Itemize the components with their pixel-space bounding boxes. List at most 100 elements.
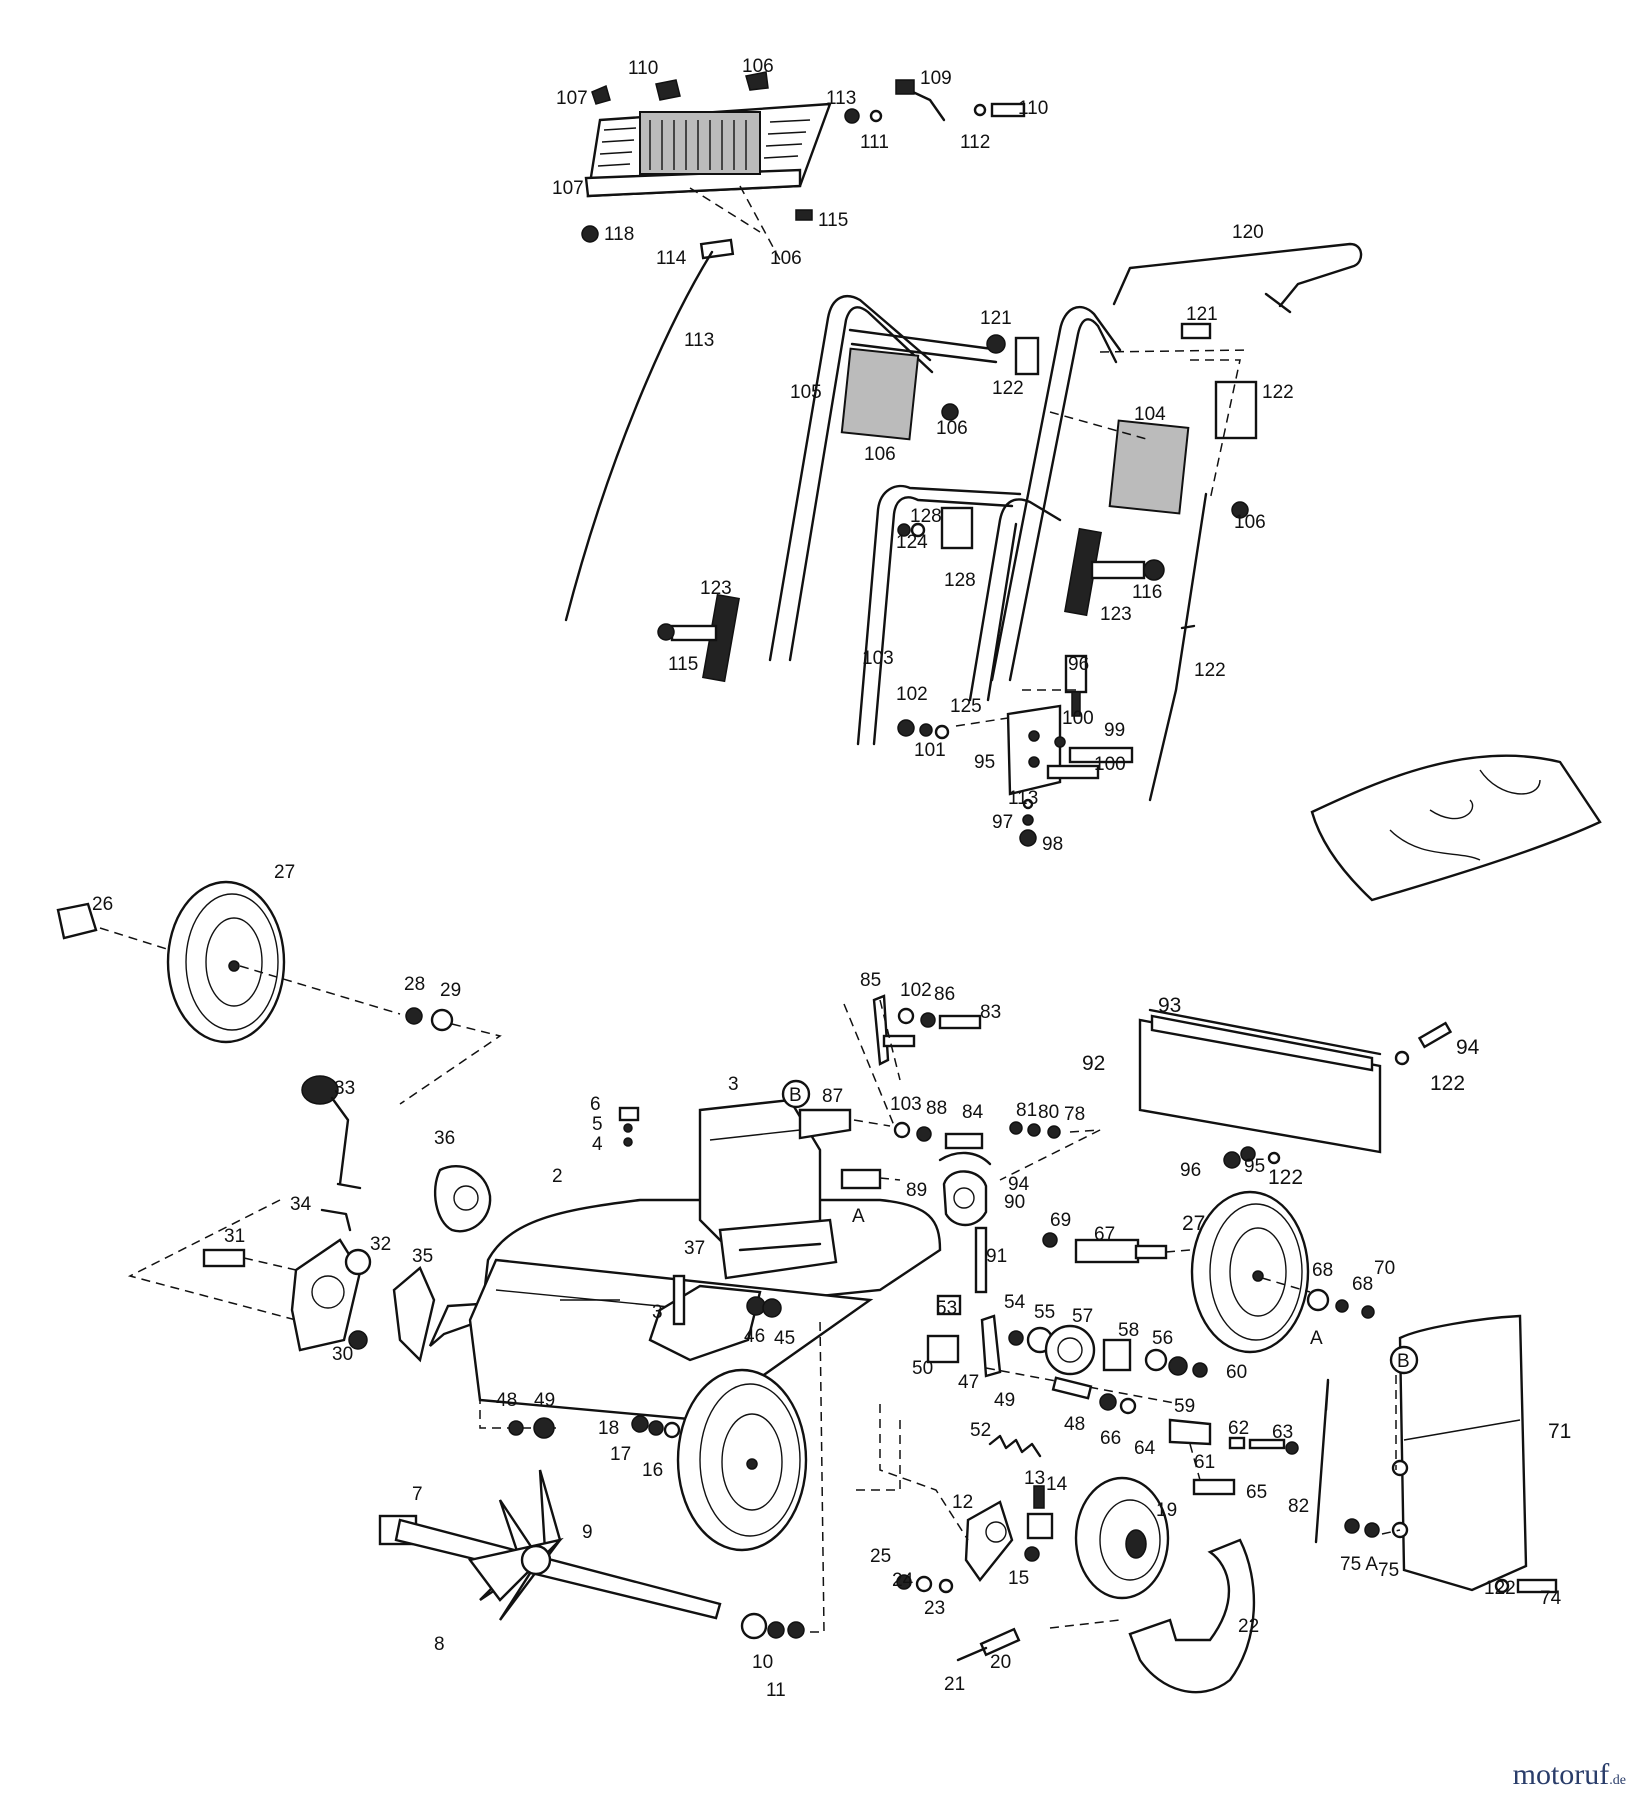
spring-57	[988, 1434, 1042, 1458]
label-part: 123	[1100, 604, 1132, 625]
holder-119	[1214, 380, 1258, 440]
label-part: 56	[1152, 1328, 1173, 1349]
label-part: 112	[960, 132, 990, 153]
label-part: 64	[1134, 1438, 1156, 1459]
label-part: 96	[1180, 1160, 1201, 1181]
label-part: 93	[1158, 994, 1181, 1017]
label-part: 116	[1132, 582, 1162, 603]
label-part: 18	[598, 1418, 619, 1439]
label-part: 120	[1232, 222, 1264, 243]
belt-cover-71	[1391, 1314, 1528, 1592]
label-part: 122	[1430, 1072, 1465, 1095]
label-part: 97	[992, 812, 1013, 833]
label-part: 23	[924, 1598, 945, 1619]
label-part: 54	[1004, 1292, 1026, 1313]
label-part: 118	[604, 224, 634, 245]
label-part: 87	[822, 1086, 843, 1107]
label-part: 57	[1072, 1306, 1093, 1327]
switch-98	[1108, 419, 1190, 515]
label-part: 115	[668, 654, 698, 675]
label-part: 28	[404, 974, 425, 995]
height-adjusters	[657, 506, 1165, 683]
label-part: 122	[1484, 1578, 1516, 1599]
marker-b: B	[789, 1085, 802, 1106]
label-part: 13	[1024, 1468, 1045, 1489]
label-part: 104	[1134, 404, 1166, 425]
drive-pulley-group	[879, 1404, 1054, 1583]
label-part: 95	[1244, 1156, 1265, 1177]
label-part: 4	[592, 1134, 603, 1155]
small-parts-top	[581, 71, 1026, 260]
label-part: 106	[936, 418, 968, 439]
label-part: 98	[1042, 834, 1063, 855]
label-part: 81	[1016, 1100, 1037, 1121]
watermark-logo: motoruf.de	[1513, 1758, 1626, 1792]
label-part: 128	[944, 570, 976, 591]
label-part: 20	[990, 1652, 1011, 1673]
label-part: 85	[860, 970, 881, 991]
label-part: 5	[592, 1114, 603, 1135]
label-part: 52	[970, 1420, 991, 1441]
label-part: 33	[334, 1078, 355, 1099]
label-part: 75 A	[1340, 1554, 1378, 1575]
watermark-text: motoruf	[1512, 1758, 1610, 1791]
label-part: 19	[1156, 1500, 1177, 1521]
label-part: 111	[860, 132, 889, 153]
label-part: 58	[1118, 1320, 1139, 1341]
label-part: 45	[774, 1328, 795, 1349]
label-part: 25	[870, 1546, 891, 1567]
label-part: 91	[986, 1246, 1007, 1267]
label-part: 86	[934, 984, 955, 1005]
label-part: 11	[766, 1680, 786, 1701]
label-part: 47	[958, 1372, 979, 1393]
grass-bag-130	[1310, 754, 1602, 902]
label-part: 60	[1226, 1362, 1247, 1383]
label-part: 68	[1312, 1260, 1333, 1281]
label-part: 69	[1050, 1210, 1071, 1231]
label-part: 99	[1104, 720, 1125, 741]
label-part: 49	[994, 1390, 1015, 1411]
marker-b: B	[1397, 1351, 1410, 1372]
label-part: 106	[770, 248, 802, 269]
label-part: 15	[1008, 1568, 1029, 1589]
label-part: 106	[742, 56, 774, 77]
label-part: 66	[1100, 1428, 1121, 1449]
cable-108	[564, 250, 714, 622]
label-part: 92	[1082, 1052, 1105, 1075]
label-part: 65	[1246, 1482, 1267, 1503]
label-part: 9	[582, 1522, 593, 1543]
label-part: 35	[412, 1246, 433, 1267]
label-part: 49	[534, 1390, 555, 1411]
label-part: 63	[1272, 1422, 1293, 1443]
label-part: 82	[1288, 1496, 1309, 1517]
reference-markers: B B A A	[781, 1079, 1419, 1375]
label-part: 17	[610, 1444, 631, 1465]
marker-a: A	[1310, 1328, 1323, 1349]
label-part: 103	[862, 648, 894, 669]
label-part: 106	[864, 444, 896, 465]
label-part: 84	[962, 1102, 984, 1123]
label-part: 83	[980, 1002, 1001, 1023]
label-part: 113	[684, 330, 714, 351]
label-part: 121	[980, 308, 1012, 329]
label-part: 6	[590, 1094, 601, 1115]
pulley-19	[1074, 1476, 1170, 1600]
side-bracket	[648, 1274, 782, 1362]
label-part: 100	[1094, 754, 1126, 775]
label-part: 94	[1456, 1036, 1480, 1059]
label-part: 80	[1038, 1102, 1059, 1123]
label-part: 122	[1194, 660, 1226, 681]
label-part: 96	[1068, 654, 1089, 675]
label-part: 110	[628, 58, 658, 79]
bail-115	[1112, 242, 1363, 308]
label-part: 113	[1008, 788, 1038, 809]
label-part: 27	[274, 862, 295, 883]
label-part: 61	[1194, 1452, 1215, 1473]
label-part: 55	[1034, 1302, 1055, 1323]
label-part: 106	[1234, 512, 1266, 533]
bracket-75a	[798, 1108, 984, 1150]
label-part: 121	[1186, 304, 1218, 325]
part-labels: 107 110 106 109 113 110 111 112 107 118 …	[92, 56, 1571, 1701]
handle-bracket	[897, 654, 1134, 847]
